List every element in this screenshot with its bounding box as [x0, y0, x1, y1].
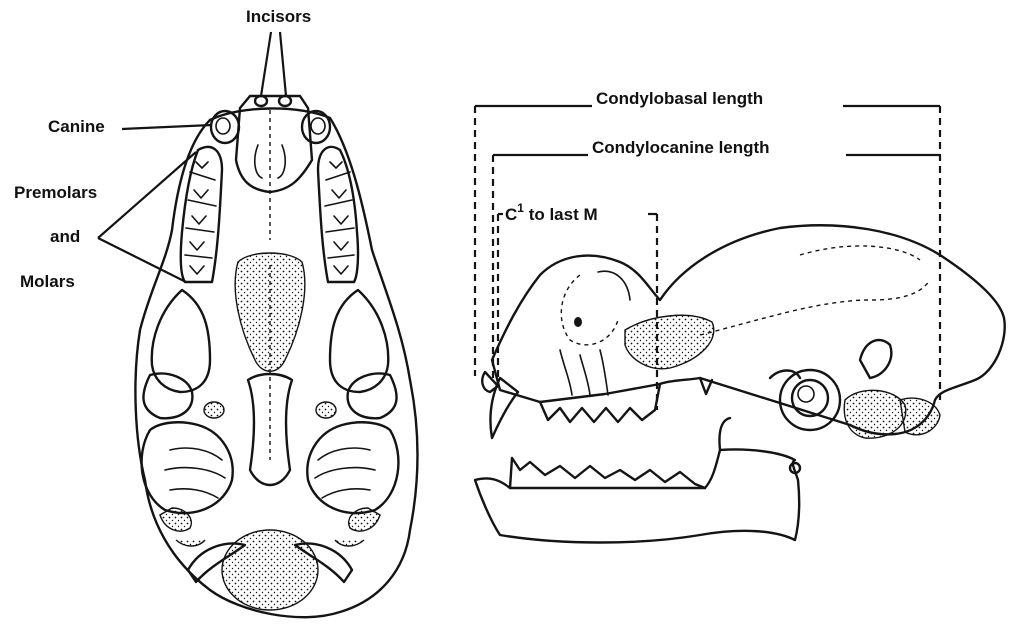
maxilla-ridges — [560, 350, 608, 395]
left-zygomatic-arch — [152, 290, 210, 392]
left-glenoid — [143, 374, 192, 419]
glenoid-process-lateral — [860, 340, 891, 378]
coronoid-process — [719, 418, 730, 450]
upper-tooth-row-lateral — [540, 384, 660, 422]
right-mastoid — [349, 508, 380, 531]
lateral-skull-view — [475, 225, 1005, 542]
ventral-skull-view — [135, 96, 417, 617]
basisphenoid — [248, 374, 292, 485]
upper-canine-lateral — [490, 378, 518, 438]
auditory-bulla-lateral — [780, 370, 840, 430]
canine-leader — [122, 125, 212, 129]
right-zygomatic-arch — [330, 290, 388, 392]
orbit-rim — [598, 271, 630, 300]
left-tooth-row — [181, 147, 222, 282]
zygoma-stippled — [625, 315, 714, 368]
right-auditory-bulla — [307, 422, 398, 513]
incisors-leader — [261, 32, 286, 96]
right-foramen — [316, 402, 336, 418]
label-c1-to-last-m: C1 to last M — [505, 201, 598, 224]
label-incisors: Incisors — [246, 7, 311, 26]
label-molars: Molars — [20, 272, 75, 291]
foramen-magnum — [222, 530, 318, 610]
measurement-lines: Condylobasal length Condylocanine length… — [475, 89, 940, 410]
postglenoid-lateral — [770, 371, 800, 379]
infraorbital-foramen — [574, 317, 582, 327]
sagittal-line — [700, 280, 930, 335]
ventral-labels: Incisors Canine Premolars and Molars — [14, 7, 311, 291]
label-and: and — [50, 227, 80, 246]
mastoid-lateral — [844, 390, 906, 438]
label-premolars: Premolars — [14, 183, 97, 202]
mandible — [475, 449, 799, 542]
left-condyle-detail — [176, 540, 205, 546]
incisors-teeth — [255, 96, 291, 106]
right-glenoid — [348, 374, 397, 419]
lambdoid-line — [800, 246, 920, 260]
label-canine: Canine — [48, 117, 105, 136]
left-foramen — [204, 402, 224, 418]
left-mastoid — [160, 508, 191, 531]
label-condylobasal: Condylobasal length — [596, 89, 763, 108]
lower-tooth-row — [510, 458, 705, 488]
left-auditory-bulla — [142, 422, 233, 513]
orbit-outline — [561, 275, 618, 345]
label-condylocanine: Condylocanine length — [592, 138, 770, 157]
right-condyle-detail — [335, 540, 364, 546]
